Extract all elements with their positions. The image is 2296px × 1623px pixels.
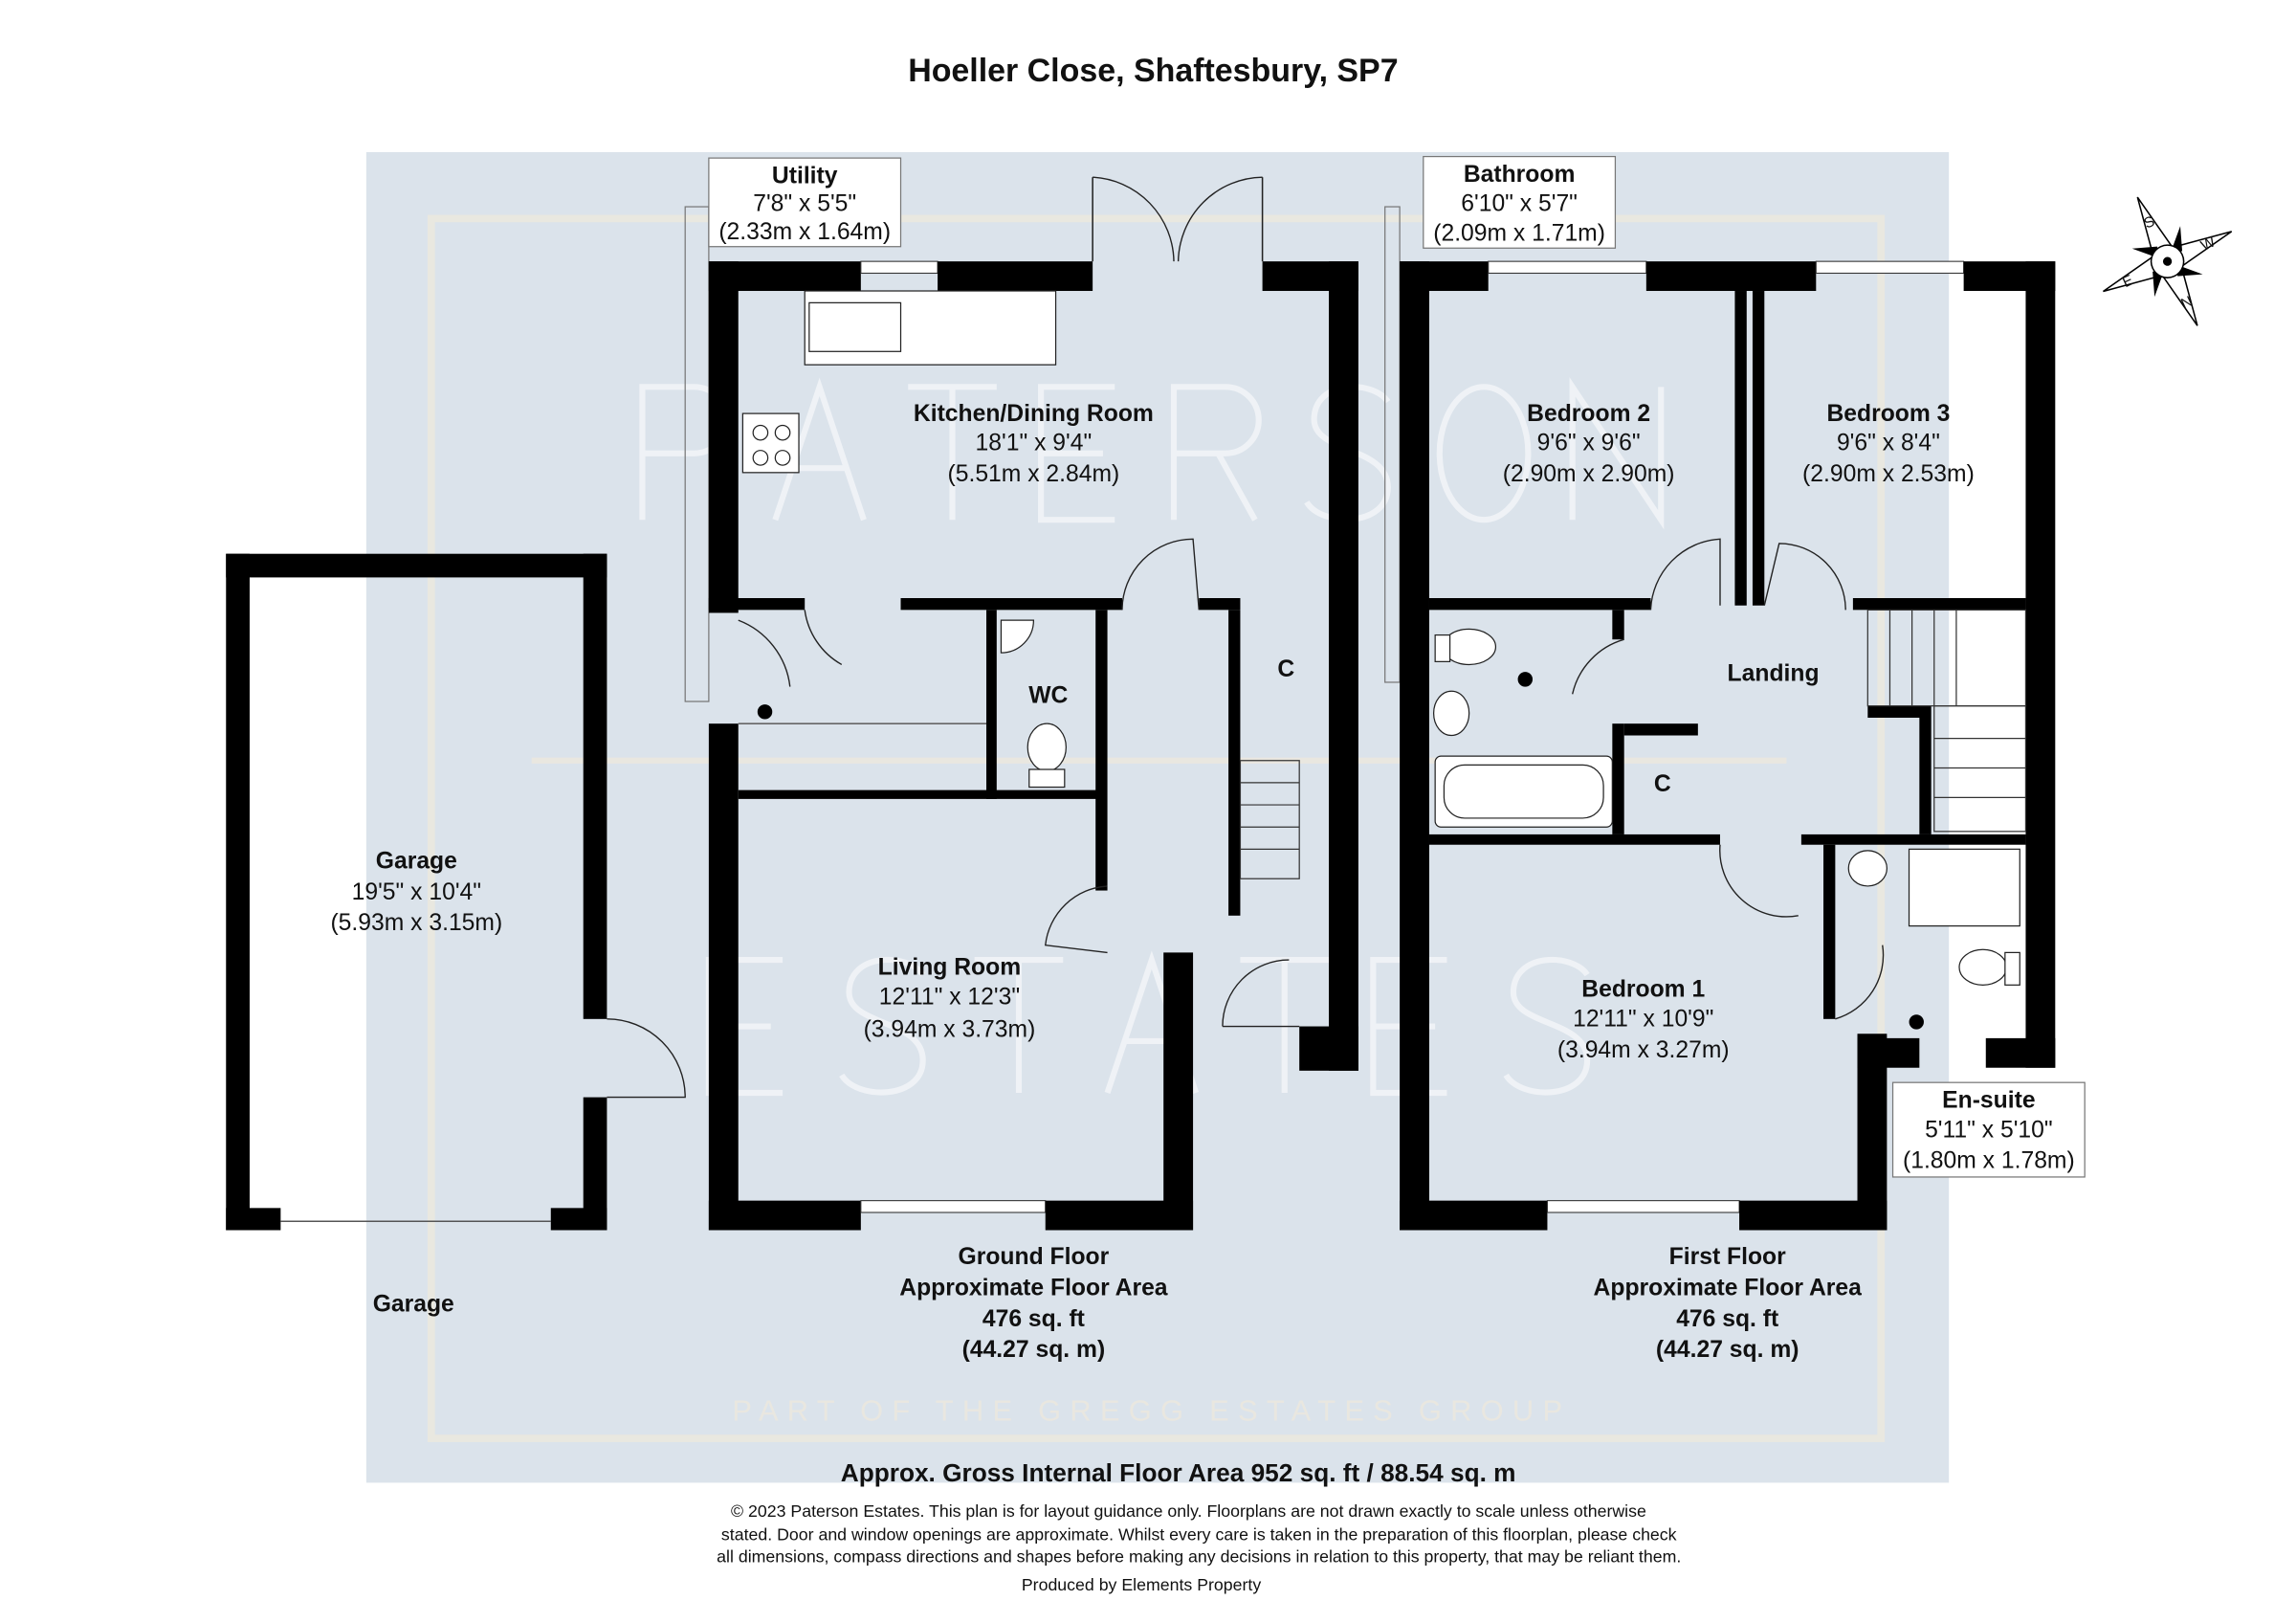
ground-floor-plan <box>684 176 1358 1231</box>
room-bedroom1: Bedroom 1 12'11" x 10'9" (3.94m x 3.27m) <box>1557 977 1730 1063</box>
room-cupboard-ground: C <box>1277 656 1294 682</box>
room-wc: WC <box>1028 683 1068 709</box>
room-metric: (2.33m x 1.64m) <box>718 219 891 245</box>
floor-area-label: Approximate Floor Area <box>1594 1275 1863 1301</box>
room-imperial: 7'8" x 5'5" <box>753 191 856 217</box>
floor-area-label: Approximate Floor Area <box>899 1275 1168 1301</box>
room-bathroom: Bathroom 6'10" x 5'7" (2.09m x 1.71m) <box>1423 155 1617 249</box>
room-imperial: 12'11" x 12'3" <box>879 984 1020 1010</box>
floor-sqft: 476 sq. ft <box>1676 1306 1778 1332</box>
room-name: Bedroom 1 <box>1581 977 1705 1003</box>
room-imperial: 12'11" x 10'9" <box>1573 1007 1713 1033</box>
floor-name: First Floor <box>1669 1244 1786 1270</box>
room-name: Utility <box>772 163 838 189</box>
room-imperial: 9'6" x 9'6" <box>1537 431 1641 456</box>
room-metric: (5.93m x 3.15m) <box>330 910 502 936</box>
room-metric: (3.94m x 3.73m) <box>864 1016 1036 1042</box>
floor-name: Ground Floor <box>959 1244 1110 1270</box>
disclaimer-line-1: © 2023 Paterson Estates. This plan is fo… <box>731 1501 1646 1521</box>
floor-sqft: 476 sq. ft <box>982 1306 1085 1332</box>
room-landing: Landing <box>1728 660 1820 686</box>
room-metric: (2.09m x 1.71m) <box>1433 221 1605 247</box>
room-metric: (1.80m x 1.78m) <box>1903 1148 2075 1174</box>
room-bedroom3: Bedroom 3 9'6" x 8'4" (2.90m x 2.53m) <box>1802 401 1975 487</box>
room-metric: (3.94m x 3.27m) <box>1557 1037 1730 1063</box>
room-ensuite: En-suite 5'11" x 5'10" (1.80m x 1.78m) <box>1891 1081 2086 1178</box>
garage-plan <box>226 553 686 1231</box>
floor-sqm: (44.27 sq. m) <box>962 1337 1106 1363</box>
page-title: Hoeller Close, Shaftesbury, SP7 <box>908 53 1398 89</box>
room-bedroom2: Bedroom 2 9'6" x 9'6" (2.90m x 2.90m) <box>1503 401 1675 487</box>
room-imperial: 9'6" x 8'4" <box>1837 431 1940 456</box>
room-kitchen: Kitchen/Dining Room 18'1" x 9'4" (5.51m … <box>914 401 1154 487</box>
watermark-frame <box>427 214 1886 1442</box>
room-name: Garage <box>376 848 457 874</box>
room-name: Kitchen/Dining Room <box>914 401 1154 427</box>
disclaimer-line-2: stated. Door and window openings are app… <box>721 1525 1677 1545</box>
room-name: En-suite <box>1942 1087 2035 1113</box>
room-name: Living Room <box>878 955 1022 981</box>
room-metric: (5.51m x 2.84m) <box>948 461 1120 487</box>
room-imperial: 6'10" x 5'7" <box>1461 191 1578 217</box>
disclaimer-line-3: all dimensions, compass directions and s… <box>717 1547 1681 1567</box>
floor-sqm: (44.27 sq. m) <box>1656 1337 1799 1363</box>
room-name: Bedroom 3 <box>1826 401 1950 427</box>
plan-background <box>365 151 1950 1483</box>
producer-credit: Produced by Elements Property <box>1022 1575 1262 1594</box>
room-living: Living Room 12'11" x 12'3" (3.94m x 3.73… <box>864 955 1036 1043</box>
room-utility: Utility 7'8" x 5'5" (2.33m x 1.64m) <box>708 157 902 248</box>
room-imperial: 5'11" x 5'10" <box>1925 1117 2053 1143</box>
room-cupboard-first: C <box>1654 771 1671 797</box>
ground-floor-summary: Ground Floor Approximate Floor Area 476 … <box>899 1244 1168 1363</box>
room-name: Bedroom 2 <box>1527 401 1650 427</box>
total-area: Approx. Gross Internal Floor Area 952 sq… <box>841 1458 1516 1487</box>
room-imperial: 18'1" x 9'4" <box>976 431 1093 456</box>
compass-icon: S N E W <box>2103 196 2233 326</box>
first-floor-summary: First Floor Approximate Floor Area 476 s… <box>1594 1244 1863 1363</box>
first-floor-plan <box>1384 206 2056 1231</box>
room-metric: (2.90m x 2.53m) <box>1802 461 1975 487</box>
room-name: Bathroom <box>1464 162 1576 188</box>
garage-floor-label: Garage <box>373 1291 454 1317</box>
compass-w: W <box>2198 233 2219 255</box>
room-metric: (2.90m x 2.90m) <box>1503 461 1675 487</box>
watermark-tagline: PART OF THE GREGG ESTATES GROUP <box>732 1394 1571 1428</box>
room-garage: Garage 19'5" x 10'4" (5.93m x 3.15m) <box>330 848 502 936</box>
room-imperial: 19'5" x 10'4" <box>352 879 481 905</box>
